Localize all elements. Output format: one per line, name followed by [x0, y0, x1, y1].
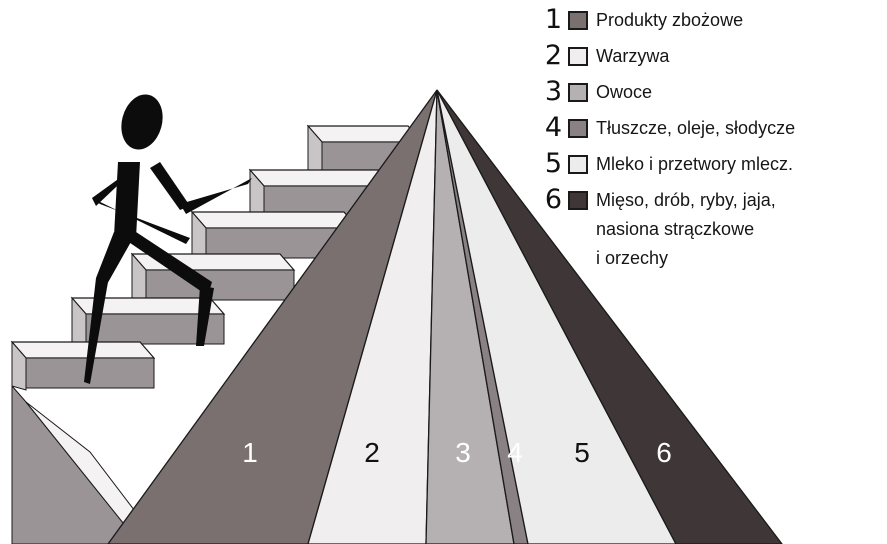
legend-item-4: 4 Tłuszcze, oleje, słodycze — [536, 114, 795, 144]
legend-number: 3 — [536, 78, 562, 106]
legend-swatch — [568, 47, 588, 66]
stair-step-1 — [12, 342, 154, 390]
legend-label: Produkty zbożowe — [596, 6, 743, 35]
legend-swatch — [568, 155, 588, 174]
legend-label: Mięso, drób, ryby, jaja, nasiona strączk… — [596, 186, 776, 273]
legend-number: 2 — [536, 42, 562, 70]
legend-swatch — [568, 83, 588, 102]
legend-item-5: 5 Mleko i przetwory mlecz. — [536, 150, 793, 180]
pyramid-segment-number-6: 6 — [656, 437, 672, 468]
pyramid-segment-number-3: 3 — [455, 437, 471, 468]
legend-swatch — [568, 191, 588, 210]
pyramid-segment-number-4: 4 — [507, 437, 523, 468]
legend-label: Tłuszcze, oleje, słodycze — [596, 114, 795, 143]
pyramid-segment-number-5: 5 — [574, 437, 590, 468]
person-head — [115, 90, 168, 154]
stair-step-3 — [132, 254, 294, 302]
legend-swatch — [568, 119, 588, 138]
legend-item-3: 3 Owoce — [536, 78, 652, 108]
legend-swatch — [568, 11, 588, 30]
legend-number: 5 — [536, 150, 562, 178]
person-back-thigh — [96, 232, 132, 286]
legend-number: 4 — [536, 114, 562, 142]
legend-item-2: 2 Warzywa — [536, 42, 669, 72]
pyramid-segment-number-1: 1 — [242, 437, 258, 468]
legend-label: Warzywa — [596, 42, 669, 71]
person-front-forearm — [180, 178, 252, 214]
person-front-arm — [150, 162, 190, 210]
legend-label: Mleko i przetwory mlecz. — [596, 150, 793, 179]
legend-label: Owoce — [596, 78, 652, 107]
pyramid-segment-number-2: 2 — [364, 437, 380, 468]
legend-number: 1 — [536, 6, 562, 34]
legend-number: 6 — [536, 186, 562, 214]
legend-item-1: 1 Produkty zbożowe — [536, 6, 743, 36]
